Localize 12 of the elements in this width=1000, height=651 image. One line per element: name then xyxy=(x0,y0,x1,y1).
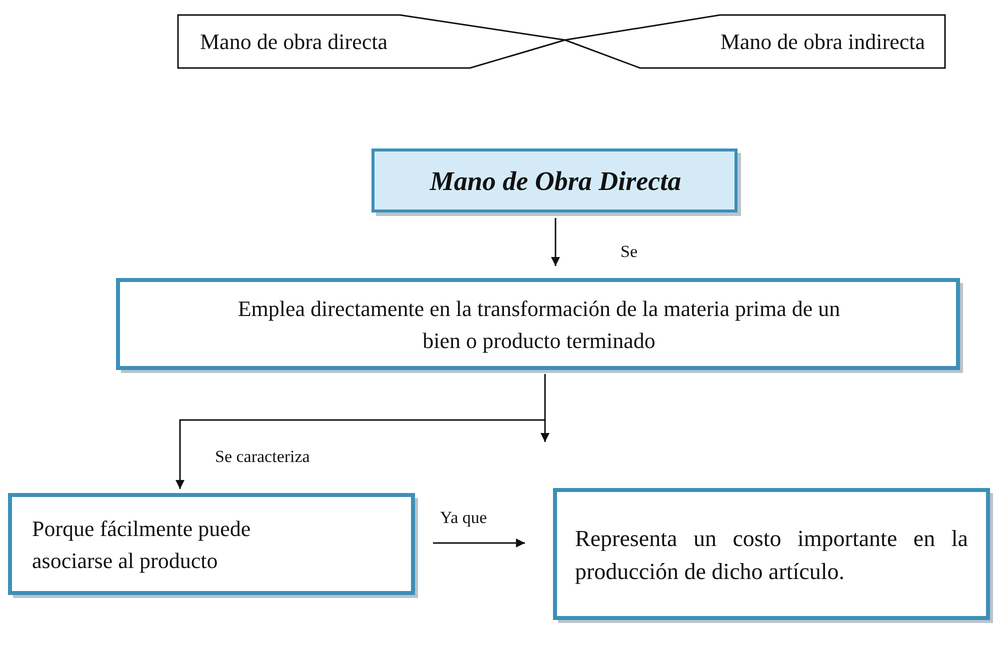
node-text: Mano de obra directa xyxy=(200,28,388,56)
tag-shape xyxy=(565,15,945,69)
node-text: Mano de Obra Directa xyxy=(430,164,682,198)
tag-shape xyxy=(178,15,565,69)
process-box xyxy=(118,280,960,370)
node-text: Representa un costo importante en la producción de dicho artículo. xyxy=(575,524,968,586)
process-box xyxy=(10,495,415,595)
node-text: Mano de obra indirecta xyxy=(720,28,925,56)
title-box xyxy=(373,150,738,213)
node-text: Emplea directamente en la transformación de la materia prima de un bien o producto terminado xyxy=(236,295,842,355)
process-box xyxy=(555,490,990,620)
node-text: Porque fácilmente puede asociarse al producto xyxy=(32,515,252,575)
